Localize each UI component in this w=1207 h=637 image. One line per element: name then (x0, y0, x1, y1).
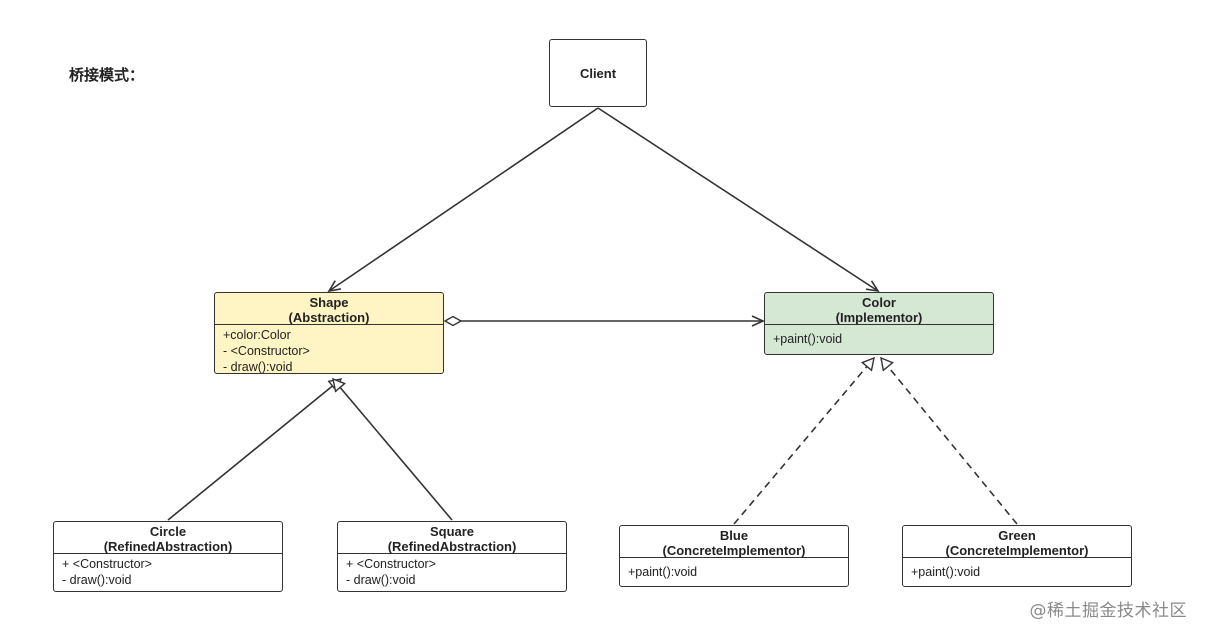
shape-member: +color:Color (223, 328, 291, 342)
shape-class-header: Shape (Abstraction) (215, 293, 443, 325)
association-client-color (597, 107, 880, 293)
color-class-name: Color (862, 295, 896, 310)
client-node[interactable]: Client (549, 39, 647, 107)
association-client-shape (327, 107, 599, 293)
square-class-members: + <Constructor> - draw():void (338, 554, 566, 588)
shape-member: - <Constructor> (223, 344, 310, 358)
color-member: +paint():void (773, 332, 843, 346)
blue-class-node[interactable]: Blue (ConcreteImplementor) +paint():void (619, 525, 849, 587)
green-class-stereotype: (ConcreteImplementor) (945, 543, 1089, 558)
blue-class-members: +paint():void (620, 558, 848, 580)
color-class-stereotype: (Implementor) (835, 310, 923, 325)
square-class-header: Square (RefinedAbstraction) (338, 522, 566, 554)
shape-member: - draw():void (223, 360, 293, 374)
green-class-header: Green (ConcreteImplementor) (903, 526, 1131, 558)
square-class-stereotype: (RefinedAbstraction) (387, 539, 517, 554)
square-member: + <Constructor> (346, 557, 436, 571)
green-member: +paint():void (911, 565, 981, 579)
shape-class-stereotype: (Abstraction) (288, 310, 370, 325)
green-class-members: +paint():void (903, 558, 1131, 580)
circle-class-members: + <Constructor> - draw():void (54, 554, 282, 588)
blue-class-header: Blue (ConcreteImplementor) (620, 526, 848, 558)
generalization-square-shape (333, 379, 453, 521)
realization-green-color (881, 358, 1018, 525)
blue-member: +paint():void (628, 565, 698, 579)
blue-class-name: Blue (719, 528, 749, 543)
shape-class-name: Shape (309, 295, 349, 310)
circle-class-header: Circle (RefinedAbstraction) (54, 522, 282, 554)
circle-class-stereotype: (RefinedAbstraction) (103, 539, 233, 554)
green-class-name: Green (998, 528, 1036, 543)
square-member: - draw():void (346, 573, 416, 587)
realization-blue-color (733, 358, 874, 525)
color-class-members: +paint():void (765, 325, 993, 347)
circle-class-node[interactable]: Circle (RefinedAbstraction) + <Construct… (53, 521, 283, 592)
square-class-name: Square (429, 524, 475, 539)
watermark: @稀土掘金技术社区 (1029, 601, 1187, 621)
color-class-node[interactable]: Color (Implementor) +paint():void (764, 292, 994, 355)
color-class-header: Color (Implementor) (765, 293, 993, 325)
green-class-node[interactable]: Green (ConcreteImplementor) +paint():voi… (902, 525, 1132, 587)
circle-class-name: Circle (149, 524, 187, 539)
circle-member: + <Constructor> (62, 557, 152, 571)
shape-class-node[interactable]: Shape (Abstraction) +color:Color - <Cons… (214, 292, 444, 374)
circle-member: - draw():void (62, 573, 132, 587)
square-class-node[interactable]: Square (RefinedAbstraction) + <Construct… (337, 521, 567, 592)
blue-class-stereotype: (ConcreteImplementor) (662, 543, 806, 558)
page-title: 桥接模式： (69, 66, 145, 84)
generalization-circle-shape (167, 379, 341, 521)
client-label: Client (579, 65, 617, 81)
shape-class-members: +color:Color - <Constructor> - draw():vo… (215, 325, 443, 374)
